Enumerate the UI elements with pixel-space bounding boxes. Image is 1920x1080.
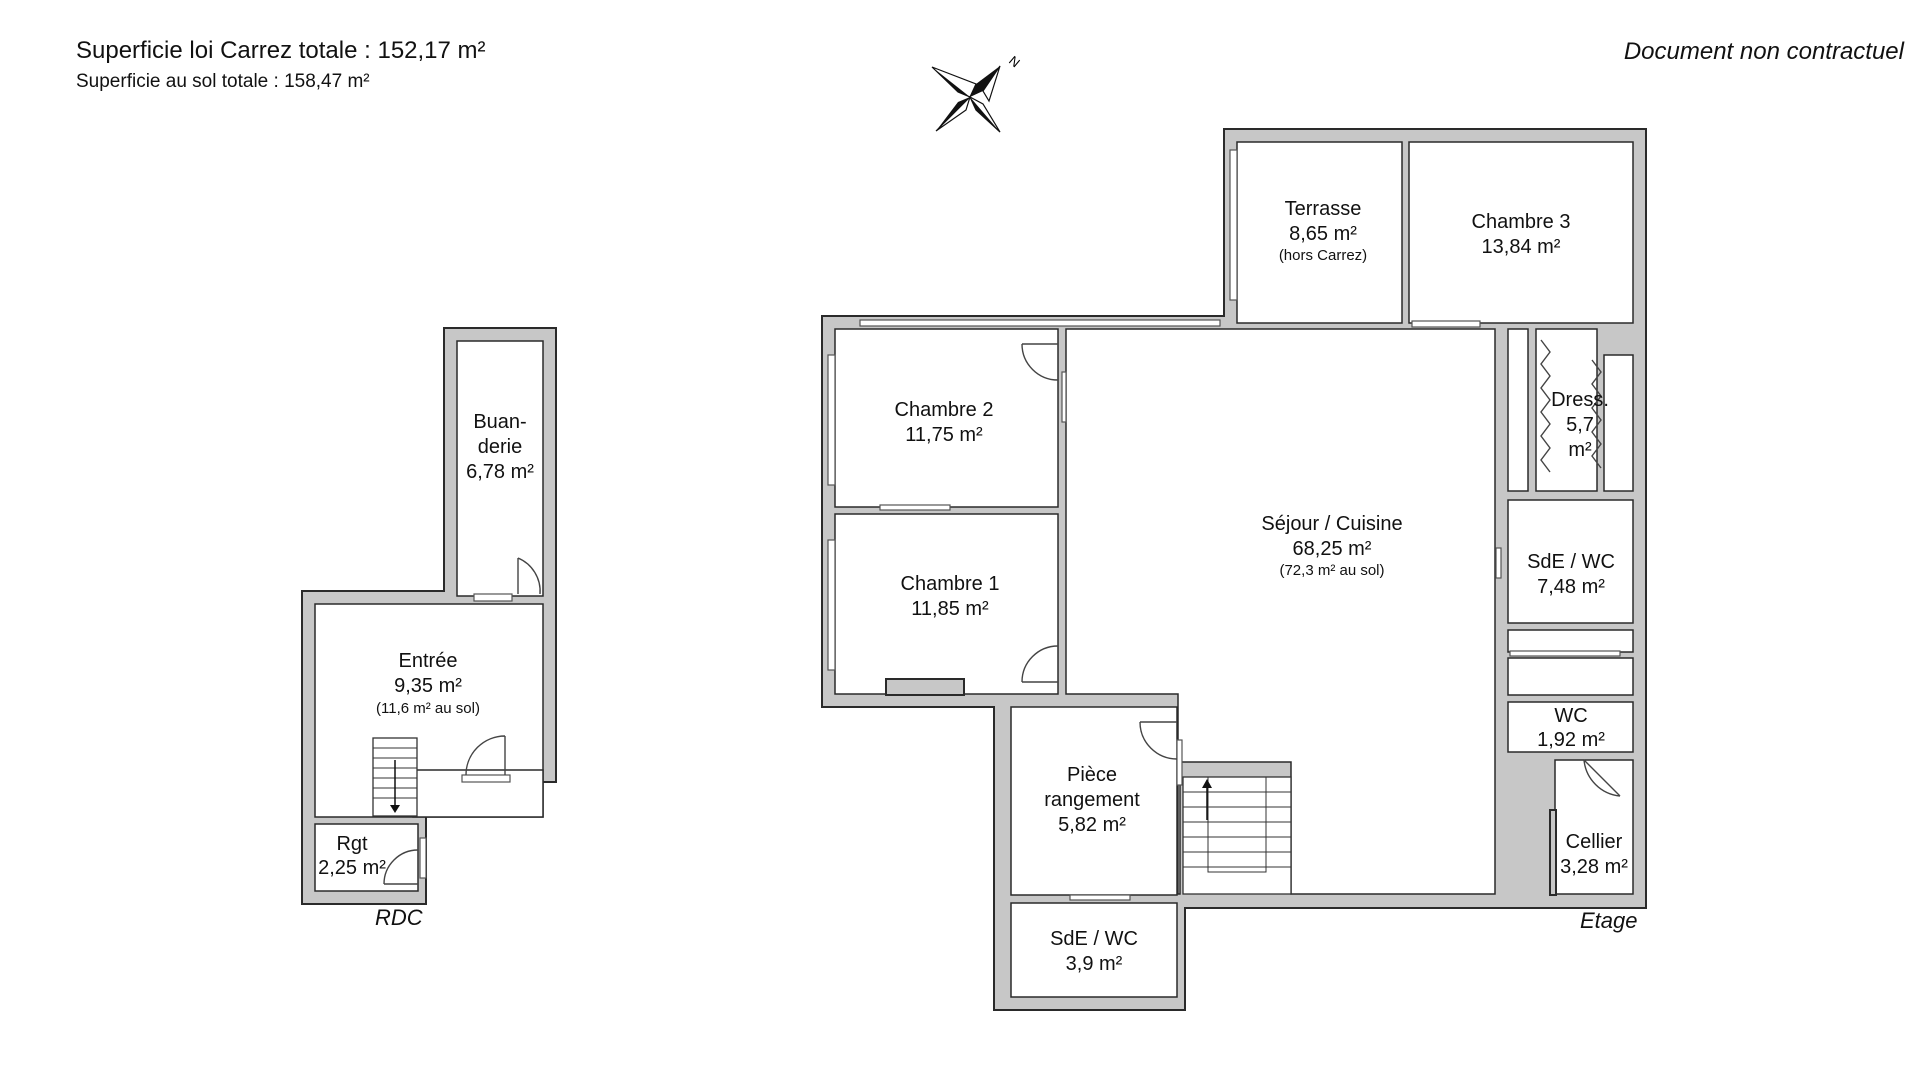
terrasse-name: Terrasse: [1285, 198, 1362, 220]
sde-wc-2-name: SdE / WC: [1050, 928, 1138, 950]
terrasse-note: (hors Carrez): [1279, 247, 1367, 264]
sde-wc-1-area: 7,48 m²: [1537, 576, 1605, 598]
buanderie-line2: derie: [478, 436, 522, 458]
closet-strip-2: [1507, 657, 1634, 696]
buanderie-line1: Buan-: [473, 411, 526, 433]
chambre-1-name: Chambre 1: [901, 573, 1000, 595]
piece-rangement-line2: rangement: [1044, 789, 1140, 811]
rgt-name: Rgt: [336, 833, 368, 855]
room-sde-wc-1: [1507, 499, 1634, 624]
chambre-3-name: Chambre 3: [1472, 211, 1571, 233]
cellier-area: 3,28 m²: [1560, 856, 1628, 878]
closet-strip-1: [1507, 629, 1634, 653]
room-wc: [1507, 701, 1634, 753]
etage-plan: Terrasse 8,65 m² (hors Carrez) Chambre 3…: [821, 128, 1647, 1011]
closet-right: [1603, 354, 1634, 492]
sde-wc-1-name: SdE / WC: [1527, 551, 1615, 573]
piece-rangement-area: 5,82 m²: [1058, 814, 1126, 836]
sde-wc-2-area: 3,9 m²: [1066, 953, 1123, 975]
wc-area: 1,92 m²: [1537, 729, 1605, 751]
floor-total-area: Superficie au sol totale : 158,47 m²: [76, 71, 370, 92]
disclaimer: Document non contractuel: [1623, 38, 1904, 65]
chambre-2-area: 11,75 m²: [905, 424, 983, 446]
room-chambre-2: [834, 328, 1059, 508]
room-chambre-1: [834, 513, 1059, 695]
stairs-rdc: [372, 737, 418, 817]
rdc-plan: Buan- derie 6,78 m² Entrée 9,35 m² (11,6…: [301, 327, 557, 930]
compass-north-label: N: [1006, 53, 1023, 71]
compass-rose-icon: N: [931, 53, 1023, 133]
dressing-line2: 5,7: [1566, 414, 1594, 436]
sejour-area: 68,25 m²: [1293, 538, 1372, 560]
dressing-line1: Dress.: [1551, 389, 1609, 411]
carrez-total-area: Superficie loi Carrez totale : 152,17 m²: [76, 37, 486, 64]
chambre-3-area: 13,84 m²: [1482, 236, 1561, 258]
terrasse-area: 8,65 m²: [1289, 223, 1357, 245]
room-sde-wc-2: [1010, 902, 1178, 998]
cellier-name: Cellier: [1566, 831, 1623, 853]
sejour-note: (72,3 m² au sol): [1279, 562, 1384, 579]
room-chambre-3: [1408, 141, 1634, 324]
room-piece-rangement: [1010, 706, 1178, 896]
stairs-etage: [1182, 776, 1292, 895]
sejour-name: Séjour / Cuisine: [1261, 513, 1402, 535]
chambre-1-area: 11,85 m²: [911, 598, 989, 620]
dressing-line3: m²: [1568, 439, 1592, 461]
closet-left: [1507, 328, 1529, 492]
room-buanderie: [456, 340, 544, 597]
rgt-area: 2,25 m²: [318, 857, 386, 879]
entree-name: Entrée: [399, 650, 458, 672]
chambre-2-name: Chambre 2: [895, 399, 994, 421]
entree-area: 9,35 m²: [394, 675, 462, 697]
room-terrasse: [1236, 141, 1403, 324]
buanderie-area: 6,78 m²: [466, 461, 534, 483]
wc-name: WC: [1554, 705, 1587, 727]
room-rgt: [314, 823, 419, 892]
piece-rangement-line1: Pièce: [1067, 764, 1117, 786]
entree-note: (11,6 m² au sol): [376, 700, 480, 717]
level-etage-label: Etage: [1580, 908, 1638, 933]
level-rdc-label: RDC: [375, 905, 423, 930]
